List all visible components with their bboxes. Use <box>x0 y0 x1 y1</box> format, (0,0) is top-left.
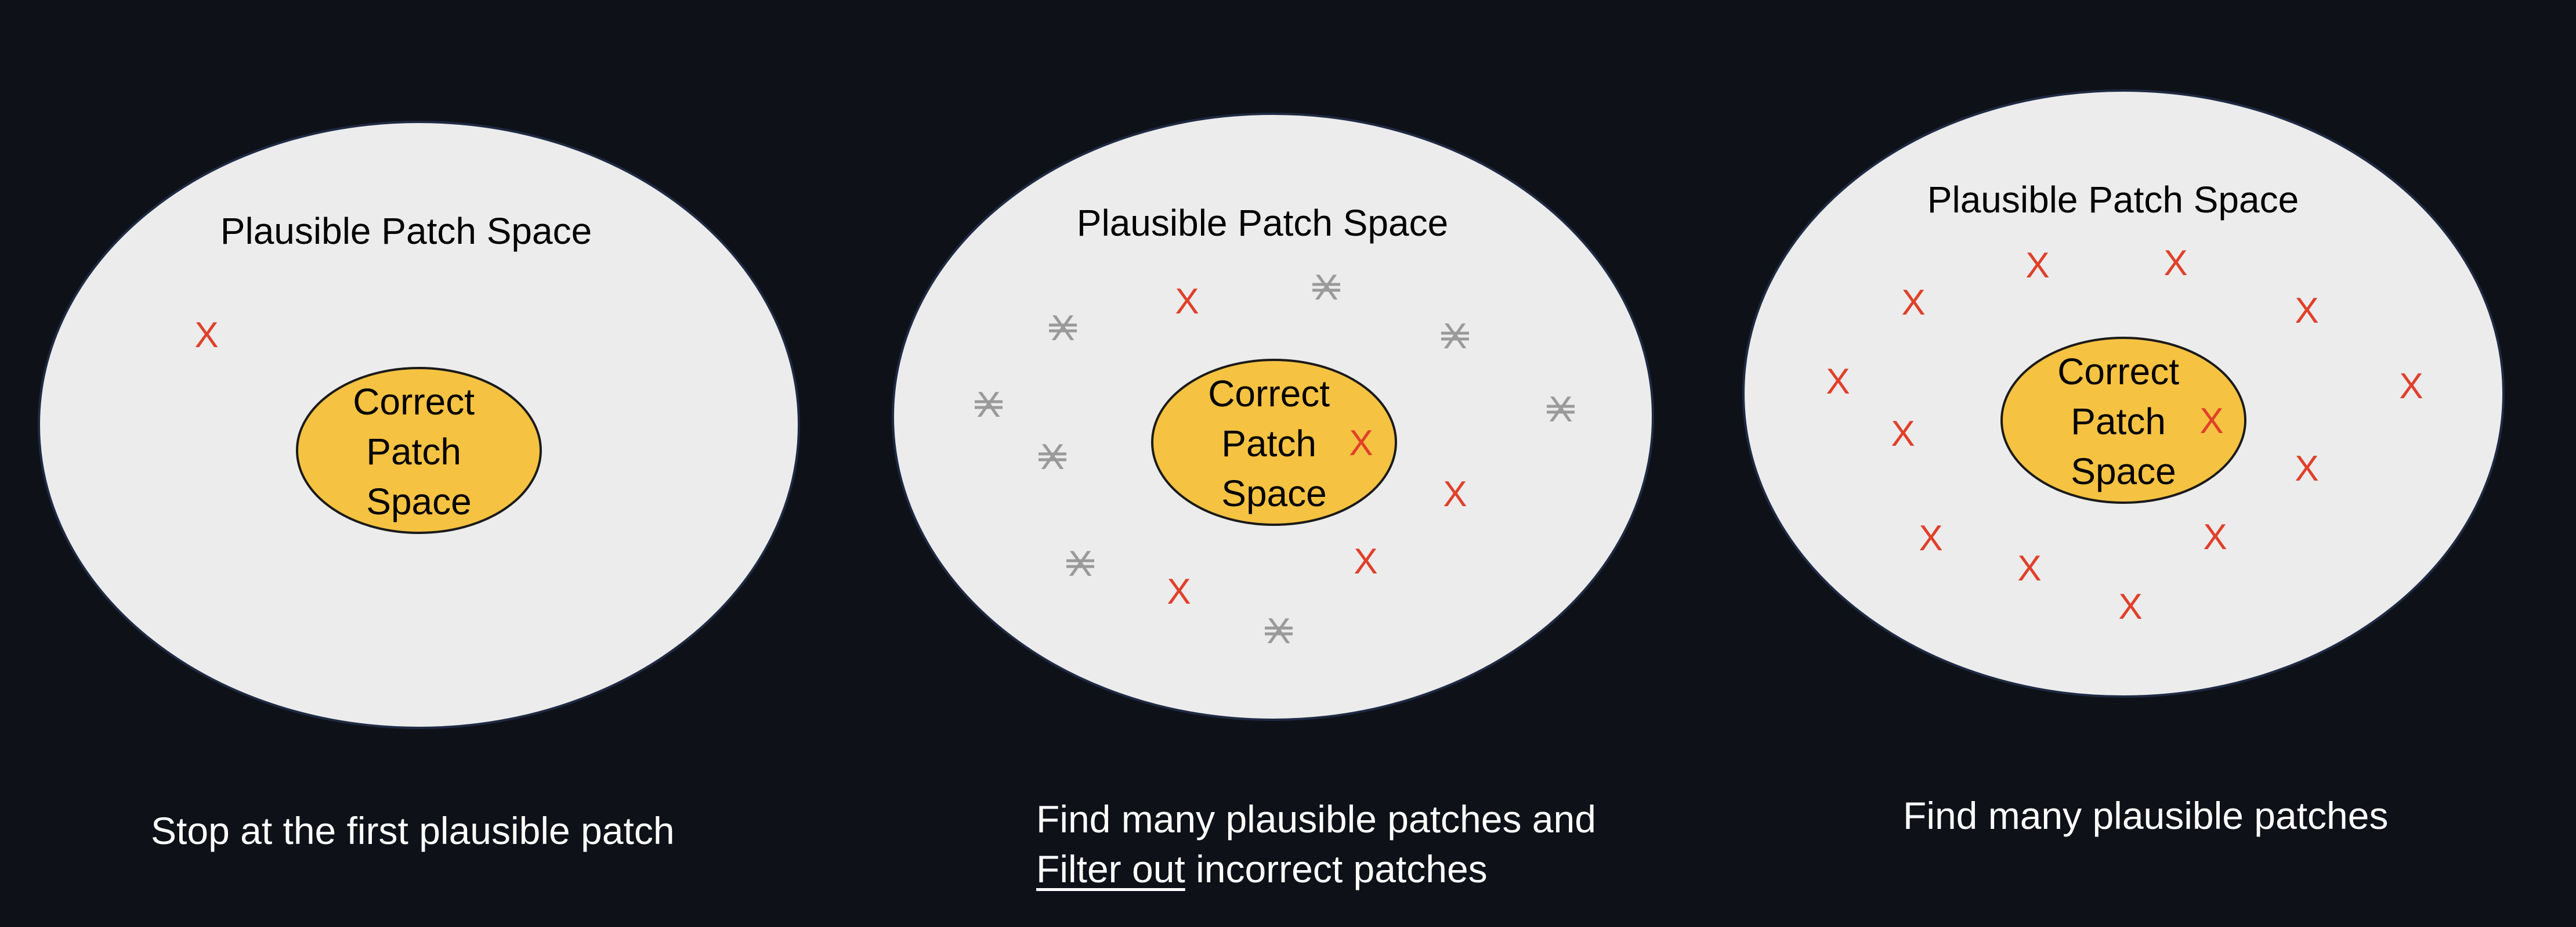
incorrect-patch-mark: X <box>2118 587 2142 627</box>
filtered-incorrect-patch-mark: X <box>1549 389 1572 430</box>
panel-2-caption: Find many plausible patches and Filter o… <box>1036 794 1596 894</box>
correct-label-line: Patch <box>1221 423 1316 464</box>
panel-1-caption: Stop at the first plausible patch <box>151 806 675 856</box>
filtered-incorrect-patch-mark: X <box>1267 611 1290 651</box>
filtered-incorrect-patch-mark: X <box>1314 268 1338 308</box>
incorrect-patch-mark: X <box>1167 572 1191 612</box>
filtered-incorrect-patch-mark: X <box>1040 437 1064 477</box>
caption-line: Stop at the first plausible patch <box>151 809 675 852</box>
incorrect-patch-mark: X <box>2163 243 2187 283</box>
caption-line: Filter out incorrect patches <box>1036 844 1596 894</box>
incorrect-patch-mark: X <box>1919 518 1942 558</box>
correct-patch-space-label: Correct Patch Space <box>353 381 485 522</box>
incorrect-patch-mark: X <box>1826 362 1850 402</box>
correct-patch-space-ellipse <box>296 367 542 534</box>
filtered-incorrect-patch-mark: X <box>1051 308 1074 348</box>
incorrect-patch-mark: X <box>2203 517 2227 557</box>
panel-2: Plausible Patch Space Correct Patch Spac… <box>892 113 1654 721</box>
incorrect-patch-mark: X <box>1901 283 1925 323</box>
plausible-patch-space-label: Plausible Patch Space <box>1077 202 1448 244</box>
correct-label-line: Space <box>366 481 471 522</box>
filtered-incorrect-patch-mark: X <box>1068 544 1092 584</box>
correct-label-line: Space <box>1221 472 1326 514</box>
panel-1-marks: X <box>194 315 218 355</box>
caption-line: Find many plausible patches and <box>1036 798 1596 841</box>
incorrect-patch-mark: X <box>2399 366 2423 406</box>
incorrect-patch-mark: X <box>1354 542 1377 582</box>
caption-line-rest: incorrect patches <box>1185 847 1488 890</box>
correct-label-line: Correct <box>1208 373 1330 414</box>
incorrect-patch-mark: X <box>1891 414 1915 454</box>
correct-patch-space-ellipse <box>2000 337 2246 504</box>
filtered-incorrect-patch-mark: X <box>1443 316 1467 356</box>
incorrect-patch-mark: X <box>1443 474 1467 514</box>
correct-label-line: Patch <box>2071 401 2166 442</box>
filter-out-underlined-text: Filter out <box>1036 847 1185 890</box>
incorrect-patch-mark: X <box>194 315 218 355</box>
panel-1: Plausible Patch Space Correct Patch Spac… <box>38 121 800 729</box>
incorrect-patch-mark: X <box>2199 401 2223 441</box>
correct-patch-space-label: Correct Patch Space <box>2057 351 2190 492</box>
correct-patch-space-ellipse <box>1151 359 1397 526</box>
correct-label-line: Correct <box>2057 351 2179 392</box>
caption-line: Find many plausible patches <box>1903 794 2389 837</box>
panel-3-marks: X X X X X X X X X X X X X <box>1826 243 2423 627</box>
plausible-patch-space-label: Plausible Patch Space <box>220 210 592 252</box>
incorrect-patch-mark: X <box>2025 246 2049 286</box>
filtered-incorrect-patch-mark: X <box>976 385 1000 425</box>
correct-label-line: Patch <box>366 431 461 472</box>
incorrect-patch-mark: X <box>2295 449 2318 489</box>
panel-3: Plausible Patch Space Correct Patch Spac… <box>1742 89 2505 698</box>
plausible-patch-space-label: Plausible Patch Space <box>1927 179 2299 221</box>
incorrect-patch-mark: X <box>2295 291 2318 331</box>
correct-label-line: Correct <box>353 381 475 423</box>
panel-3-caption: Find many plausible patches <box>1903 791 2388 841</box>
incorrect-patch-mark: X <box>2017 549 2041 589</box>
correct-patch-space-label: Correct Patch Space <box>1208 373 1340 514</box>
correct-label-line: Space <box>2071 450 2176 492</box>
incorrect-patch-mark: X <box>1175 282 1199 322</box>
incorrect-patch-mark: X <box>1349 423 1373 463</box>
